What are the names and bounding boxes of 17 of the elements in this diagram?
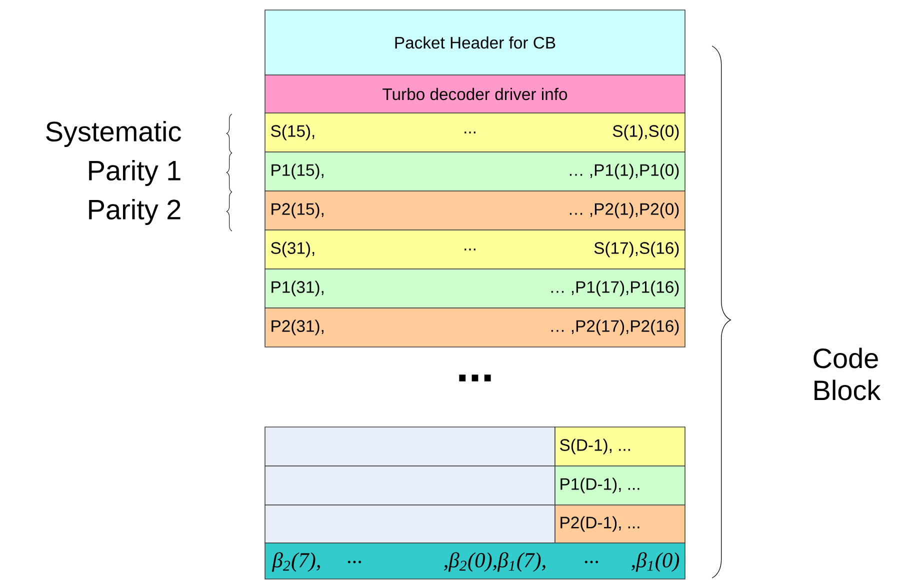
row-label: Systematic	[46, 120, 181, 148]
data-row: P1(15), … ,P1(1),P1(0)	[264, 152, 686, 192]
data-cell: P1(D-1), ...	[554, 466, 686, 506]
data-row: P2(15), … ,P2(1),P2(0)	[264, 190, 686, 230]
row-label: Parity 1	[89, 160, 180, 186]
data-row: P2(31), … ,P2(17),P2(16)	[264, 308, 686, 348]
ellipsis-dots: ...	[459, 374, 491, 382]
row-label: Parity 2	[89, 198, 180, 226]
data-row: P1(31), … ,P1(17),P1(16)	[264, 268, 686, 308]
tail-row: β$_{2}$(7), ... ,β$_{2}$(0),β$_{1}$(7), ... ,β$_{1}$(0)	[264, 542, 686, 580]
data-cell: S(D-1), ...	[554, 426, 686, 466]
data-row: S(15), ... S(1),S(0)	[264, 112, 686, 152]
code-block-label: Code Block	[814, 348, 881, 400]
header-box: Packet Header for CB	[264, 10, 686, 76]
data-row: S(31), ... S(17),S(16)	[264, 230, 686, 270]
info-box: Turbo decoder driver info	[264, 74, 686, 114]
data-cell: P2(D-1), ...	[554, 504, 686, 544]
